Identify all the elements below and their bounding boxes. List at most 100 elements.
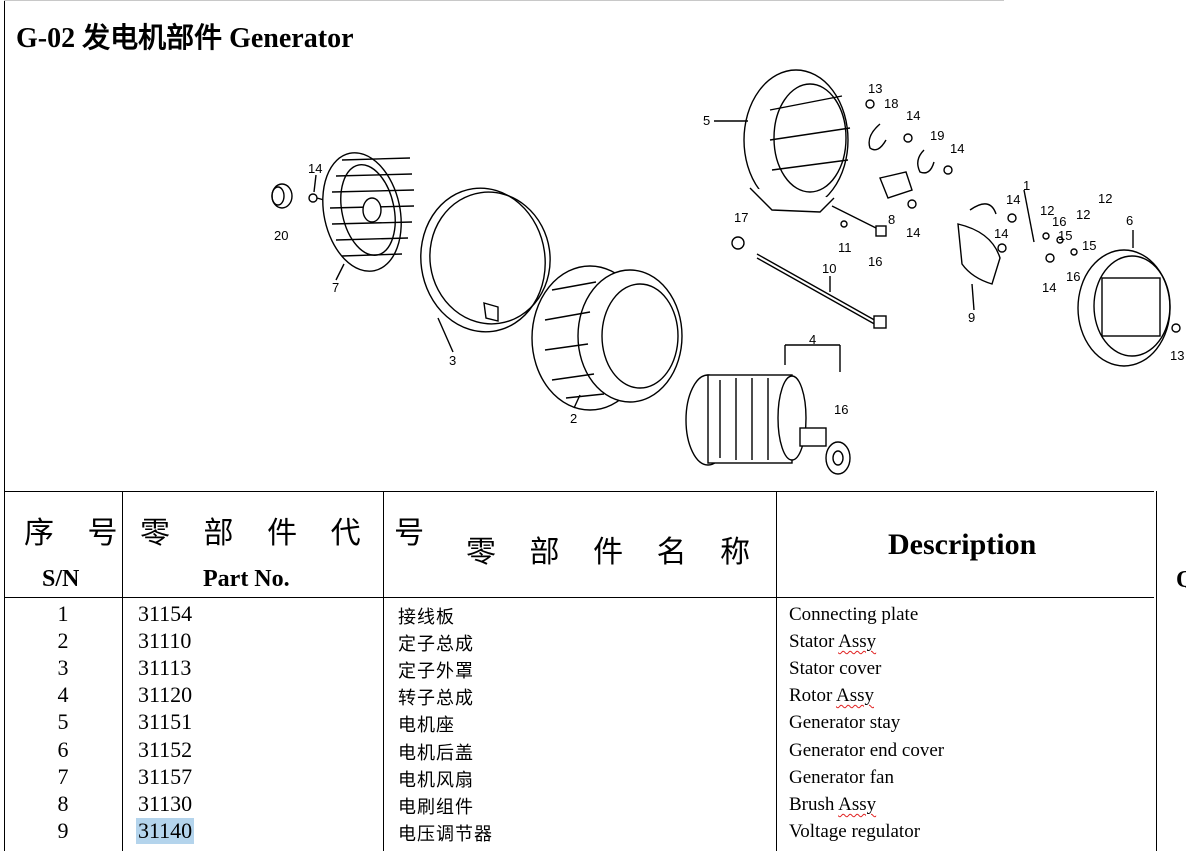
row-description: Generator fan [789, 767, 894, 788]
table-row: 9 31140 电压调节器 Voltage regulator [0, 818, 1186, 845]
header-name-cn: 零 部 件 名 称 [466, 535, 763, 570]
table-top-border [4, 491, 1154, 492]
part-10-bolt [756, 253, 887, 329]
part-1-plate [1023, 189, 1035, 243]
label-19-a: 18 [884, 96, 898, 111]
label-14-b: 14 [906, 108, 920, 123]
label-14-g: 14 [1042, 280, 1056, 295]
row-part-no[interactable]: 31151 [138, 709, 193, 734]
row-sn: 6 [57, 737, 69, 762]
row-name-cn: 定子外罩 [398, 661, 474, 682]
row-sn: 7 [57, 764, 69, 789]
table-row: 8 31130 电刷组件 Brush Assy [0, 791, 1186, 818]
header-cut-column: Q [1176, 567, 1186, 593]
row-name-cn: 电压调节器 [398, 824, 493, 845]
label-16-b: 16 [1052, 214, 1066, 229]
desc-word: Stator [789, 631, 839, 652]
row-part-no[interactable]: 31154 [138, 601, 193, 626]
label-17: 16 [868, 254, 882, 269]
label-13-a: 13 [868, 81, 882, 96]
row-description: Rotor Assy [789, 685, 874, 707]
row-description: Generator stay [789, 712, 901, 733]
row-sn: 1 [57, 601, 69, 626]
row-name-cn: 电刷组件 [398, 797, 474, 818]
label-19-b: 19 [930, 128, 944, 143]
row-name-cn: 定子总成 [398, 634, 474, 655]
row-part-no[interactable]: 31120 [138, 682, 193, 707]
part-8-brush [879, 171, 913, 199]
label-4: 4 [809, 332, 816, 347]
row-name-cn: 电机后盖 [398, 743, 474, 764]
row-part-no[interactable]: 31110 [138, 628, 192, 653]
row-sn: 5 [57, 709, 69, 734]
label-16-a: 16 [834, 402, 848, 417]
label-2: 2 [570, 411, 577, 426]
desc-word: Rotor [789, 685, 836, 706]
label-18: 17 [734, 210, 748, 225]
label-14-f: 14 [994, 226, 1008, 241]
row-description: Voltage regulator [789, 821, 921, 842]
part-19-clip-a [868, 123, 887, 151]
col-divider-4 [1156, 491, 1157, 851]
label-20: 20 [274, 228, 288, 243]
header-bottom-border [4, 597, 1154, 598]
label-12-c: 12 [1076, 207, 1090, 222]
label-5: 5 [703, 113, 710, 128]
label-14-c: 14 [950, 141, 964, 156]
label-14-a: 14 [308, 161, 322, 176]
row-description: Brush Assy [789, 794, 876, 816]
row-part-no-selected[interactable]: 31140 [136, 818, 195, 844]
small-bolts-top [865, 99, 1181, 333]
row-sn: 8 [57, 791, 69, 816]
table-row: 4 31120 转子总成 Rotor Assy [0, 682, 1186, 709]
part-9-regulator [957, 223, 1001, 285]
part-9-wires [969, 203, 997, 215]
row-part-no[interactable]: 31113 [138, 655, 192, 680]
part-17-bolt [831, 205, 887, 237]
spellcheck-word: Assy [838, 631, 877, 652]
row-description: Stator cover [789, 658, 882, 679]
exploded-diagram: 14 20 7 3 2 4 16 5 13 18 14 19 14 17 11 … [271, 69, 1184, 475]
label-9: 9 [968, 310, 975, 325]
spellcheck-word: Assy [838, 794, 877, 815]
col-divider-2 [383, 491, 384, 851]
header-part-cn: 零 部 件 代 号 [140, 516, 437, 551]
part-2-stator [531, 265, 683, 411]
part-11-pin [840, 220, 848, 228]
row-name-cn: 转子总成 [398, 688, 474, 709]
label-1: 1 [1023, 178, 1030, 193]
top-border [4, 0, 1004, 1]
row-name-cn: 电机座 [398, 715, 455, 736]
label-11: 11 [838, 240, 852, 255]
col-divider-1 [122, 491, 123, 851]
row-part-no[interactable]: 31152 [138, 737, 193, 762]
header-sn-en: S/N [42, 566, 80, 592]
row-sn: 2 [57, 628, 69, 653]
label-6: 6 [1126, 213, 1133, 228]
table-row: 1 31154 接线板 Connecting plate [0, 601, 1186, 628]
table-row: 2 31110 定子总成 Stator Assy [0, 628, 1186, 655]
label-12-a: 12 [1040, 203, 1054, 218]
row-part-no[interactable]: 31130 [138, 791, 193, 816]
table-row: 7 31157 电机风扇 Generator fan [0, 764, 1186, 791]
row-part-no[interactable]: 31157 [138, 764, 193, 789]
header-sn-cn: 序 号 [24, 516, 130, 551]
row-sn: 3 [57, 655, 69, 680]
label-13-b: 13 [1170, 348, 1184, 363]
label-7: 7 [332, 280, 339, 295]
part-20-cap [271, 183, 293, 209]
label-8: 8 [888, 212, 895, 227]
col-divider-3 [776, 491, 777, 851]
row-sn: 4 [57, 682, 69, 707]
row-name-cn: 接线板 [398, 607, 455, 628]
label-14-d: 14 [906, 225, 920, 240]
callout-labels: 14 20 7 3 2 4 16 5 13 18 14 19 14 17 11 … [274, 81, 1184, 426]
part-6-end-cover [1077, 249, 1171, 367]
header-description: Description [888, 528, 1037, 561]
label-14-e: 14 [1006, 192, 1020, 207]
part-14-bolt-fan [308, 193, 325, 203]
label-15-b: 15 [1082, 238, 1096, 253]
page-left-border [4, 0, 5, 851]
part-7-fan [322, 152, 415, 272]
label-15-a: 15 [1058, 228, 1072, 243]
